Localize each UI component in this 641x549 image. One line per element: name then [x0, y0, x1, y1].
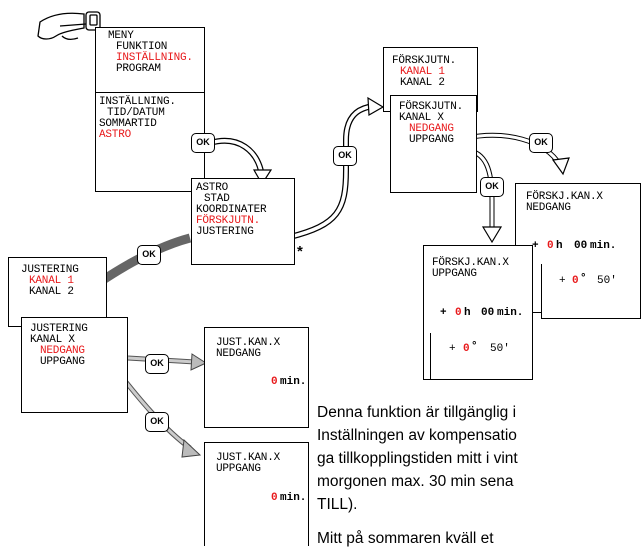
justering-item-kanal2[interactable]: KANAL 2	[29, 286, 74, 298]
justering-x-kanal: KANAL X	[30, 334, 75, 346]
forskj-nedgang-sub-min: 50'	[597, 275, 617, 287]
astro-item-stad[interactable]: STAD	[204, 193, 230, 205]
justering-item-kanal1[interactable]: KANAL 1	[29, 275, 74, 287]
forskj-nedgang-h-unit: h	[556, 240, 563, 252]
ok-button-just-uppgang[interactable]: OK	[145, 412, 169, 432]
forskjutn-x-kanal: KANAL X	[399, 112, 444, 124]
justering-title: JUSTERING	[21, 264, 79, 276]
just-uppgang-label: UPPGANG	[216, 463, 261, 475]
ok-button-astro[interactable]: OK	[191, 133, 215, 153]
installning-item-tid[interactable]: TID/DATUM	[107, 107, 165, 119]
menu-item-installning[interactable]: INSTÄLLNING.	[116, 52, 193, 64]
forskj-uppgang-hours[interactable]: 0	[455, 307, 462, 319]
body-text-line-3: ga tillkopplingstiden mitt i vint	[317, 450, 518, 467]
forskjutn-x-item-nedgang[interactable]: NEDGANG	[409, 123, 454, 135]
astro-title: ASTRO	[196, 182, 229, 194]
ok-button-uppgang[interactable]: OK	[480, 177, 504, 197]
body-text-line-4: morgonen max. 30 min sena	[317, 473, 514, 490]
justering-kanal-screen: JUSTERING KANAL 1 KANAL 2	[8, 257, 107, 327]
menu-title: MENY	[108, 30, 134, 42]
ok-button-justering[interactable]: OK	[137, 245, 161, 265]
forskj-uppgang-label: UPPGANG	[432, 268, 477, 280]
forskj-nedgang-sign: +	[532, 240, 539, 252]
forskj-nedgang-label: NEDGANG	[526, 202, 571, 214]
hand-icon	[37, 11, 101, 40]
forskj-uppgang-h-unit: h	[464, 307, 471, 319]
ok-button-nedgang[interactable]: OK	[529, 133, 553, 153]
astro-screen: ASTRO STAD KOORDINATER FÖRSKJUTN. JUSTER…	[191, 178, 295, 265]
forskj-nedgang-min-unit: min.	[590, 240, 617, 252]
just-nedgang-screen: JUST.KAN.X NEDGANG	[204, 327, 309, 428]
installning-screen: INSTÄLLNING. TID/DATUM SOMMARTID ASTRO	[95, 92, 205, 192]
just-uppgang-screen: JUST.KAN.X UPPGANG	[204, 442, 309, 546]
forskjutn-item-kanal2[interactable]: KANAL 2	[400, 77, 445, 89]
body-text-line-2: Inställningen av kompensatio	[317, 427, 517, 444]
just-nedgang-unit: min.	[280, 376, 307, 388]
astro-item-koordinater[interactable]: KOORDINATER	[196, 204, 267, 216]
forskjutn-item-kanal1[interactable]: KANAL 1	[400, 66, 445, 78]
just-nedgang-value[interactable]: 0	[271, 376, 278, 388]
asterisk-note: *	[297, 243, 303, 260]
installning-item-astro[interactable]: ASTRO	[99, 129, 132, 141]
justering-x-title: JUSTERING	[30, 323, 88, 335]
astro-item-forskjutn[interactable]: FÖRSKJUTN.	[196, 215, 261, 227]
menu-item-funktion[interactable]: FUNKTION	[116, 41, 168, 53]
menu-item-program[interactable]: PROGRAM	[116, 63, 161, 75]
forskj-nedgang-sub-deg-unit: °	[580, 273, 587, 285]
body-text-line-6: Mitt på sommaren kväll et	[317, 530, 494, 547]
justering-x-item-uppgang[interactable]: UPPGANG	[40, 356, 85, 368]
forskj-uppgang-sub-sign: +	[449, 343, 456, 355]
forskjutn-x-title: FÖRSKJUTN.	[399, 101, 464, 113]
forskj-uppgang-sign: +	[440, 307, 447, 319]
just-uppgang-value[interactable]: 0	[271, 492, 278, 504]
forskjutn-title: FÖRSKJUTN.	[392, 55, 457, 67]
forskj-uppgang-min-unit: min.	[497, 307, 524, 319]
justering-x-item-nedgang[interactable]: NEDGANG	[40, 345, 85, 357]
forskj-uppgang-sub-min: 50'	[490, 343, 510, 355]
installning-item-sommartid[interactable]: SOMMARTID	[99, 118, 157, 130]
ok-button-forskjutn[interactable]: OK	[333, 146, 357, 166]
forskj-nedgang-minutes[interactable]: 00	[574, 240, 588, 252]
body-text-line-1: Denna funktion är tillgänglig i	[317, 404, 517, 421]
forskj-uppgang-minutes[interactable]: 00	[481, 307, 495, 319]
forskj-nedgang-sub-sign: +	[559, 275, 566, 287]
forskjutn-kanalx-screen: FÖRSKJUTN. KANAL X NEDGANG UPPGANG	[390, 95, 477, 193]
body-text-line-5: TILL).	[317, 496, 358, 513]
forskj-uppgang-sub-deg[interactable]: 0	[463, 343, 470, 355]
astro-item-justering[interactable]: JUSTERING	[196, 226, 254, 238]
just-nedgang-label: NEDGANG	[216, 348, 261, 360]
forskj-nedgang-title: FÖRSKJ.KAN.X	[526, 191, 603, 203]
just-uppgang-title: JUST.KAN.X	[216, 452, 281, 464]
forskj-uppgang-sub-deg-unit: °	[471, 341, 478, 353]
installning-title: INSTÄLLNING.	[99, 96, 176, 108]
justering-kanalx-screen: JUSTERING KANAL X NEDGANG UPPGANG	[21, 317, 128, 413]
ok-button-just-nedgang[interactable]: OK	[145, 354, 169, 374]
just-nedgang-title: JUST.KAN.X	[216, 337, 281, 349]
forskj-nedgang-sub-deg[interactable]: 0	[572, 275, 579, 287]
forskj-uppgang-title: FÖRSKJ.KAN.X	[432, 257, 509, 269]
forskj-uppgang-subpanel	[430, 333, 533, 380]
forskj-nedgang-subpanel	[541, 264, 641, 319]
forskj-nedgang-hours[interactable]: 0	[547, 240, 554, 252]
forskjutn-x-item-uppgang[interactable]: UPPGANG	[409, 134, 454, 146]
just-uppgang-unit: min.	[280, 492, 307, 504]
